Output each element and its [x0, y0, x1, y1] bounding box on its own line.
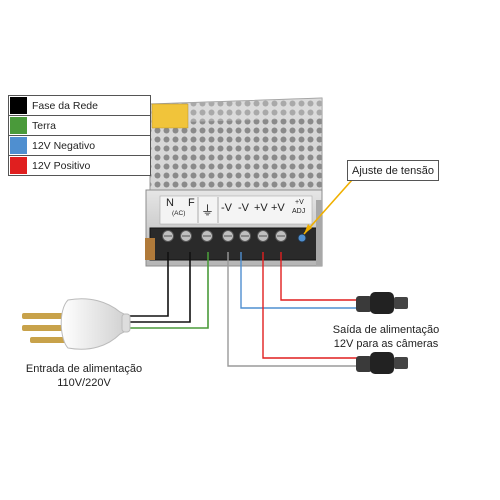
legend-swatch-red [10, 157, 27, 174]
output-power-label: Saída de alimentação 12V para as câmeras [318, 323, 454, 351]
terminal-label-pos-v-2: +V [271, 202, 285, 214]
legend-swatch-black [10, 97, 27, 114]
input-wires [125, 252, 209, 329]
wire-color-legend: Fase da Rede Terra 12V Negativo 12V Posi… [8, 95, 151, 176]
ac-plug [22, 298, 131, 350]
legend-row-phase: Fase da Rede [9, 96, 150, 116]
legend-label: 12V Negativo [32, 139, 96, 152]
input-label-line-1: Entrada de alimentação [25, 363, 143, 375]
terminal-label-n: N [166, 197, 174, 209]
voltage-adjust-pot [297, 233, 307, 243]
dc-connector-1 [356, 292, 408, 314]
dc-connector-2 [356, 352, 408, 374]
legend-label: Terra [32, 119, 56, 132]
terminal-label-neg-v-2: -V [238, 202, 249, 214]
terminal-label-f: F [188, 197, 195, 209]
terminal-label-ac: (AC) [172, 210, 186, 217]
voltage-adjust-callout: Ajuste de tensão [347, 160, 439, 181]
terminal-label-pos-v-1: +V [254, 202, 268, 214]
ground-symbol-icon: ⏚ [201, 203, 215, 218]
legend-row-ground: Terra [9, 116, 150, 136]
legend-label: Fase da Rede [32, 99, 98, 112]
input-label-line-2: 110V/220V [57, 377, 111, 389]
input-power-label: Entrada de alimentação 110V/220V [16, 362, 152, 390]
legend-label: 12V Positivo [32, 159, 91, 172]
output-label-line-2: 12V para as câmeras [333, 338, 439, 350]
terminal-screws [162, 230, 287, 242]
pcb-edge [145, 238, 155, 260]
legend-swatch-blue [10, 137, 27, 154]
terminal-label-neg-v-1: -V [221, 202, 232, 214]
legend-row-negative: 12V Negativo [9, 136, 150, 156]
terminal-label-adj: ADJ [292, 208, 306, 215]
legend-swatch-green [10, 117, 27, 134]
output-label-line-1: Saída de alimentação [332, 324, 440, 336]
power-supply [145, 97, 323, 267]
warning-sticker [151, 103, 189, 129]
legend-row-positive: 12V Positivo [9, 156, 150, 175]
terminal-block [149, 227, 319, 261]
terminal-label-strip [159, 195, 313, 225]
callout-pointer [303, 179, 353, 235]
terminal-label-adj-top: +V [295, 199, 304, 206]
output-wires [227, 252, 361, 367]
